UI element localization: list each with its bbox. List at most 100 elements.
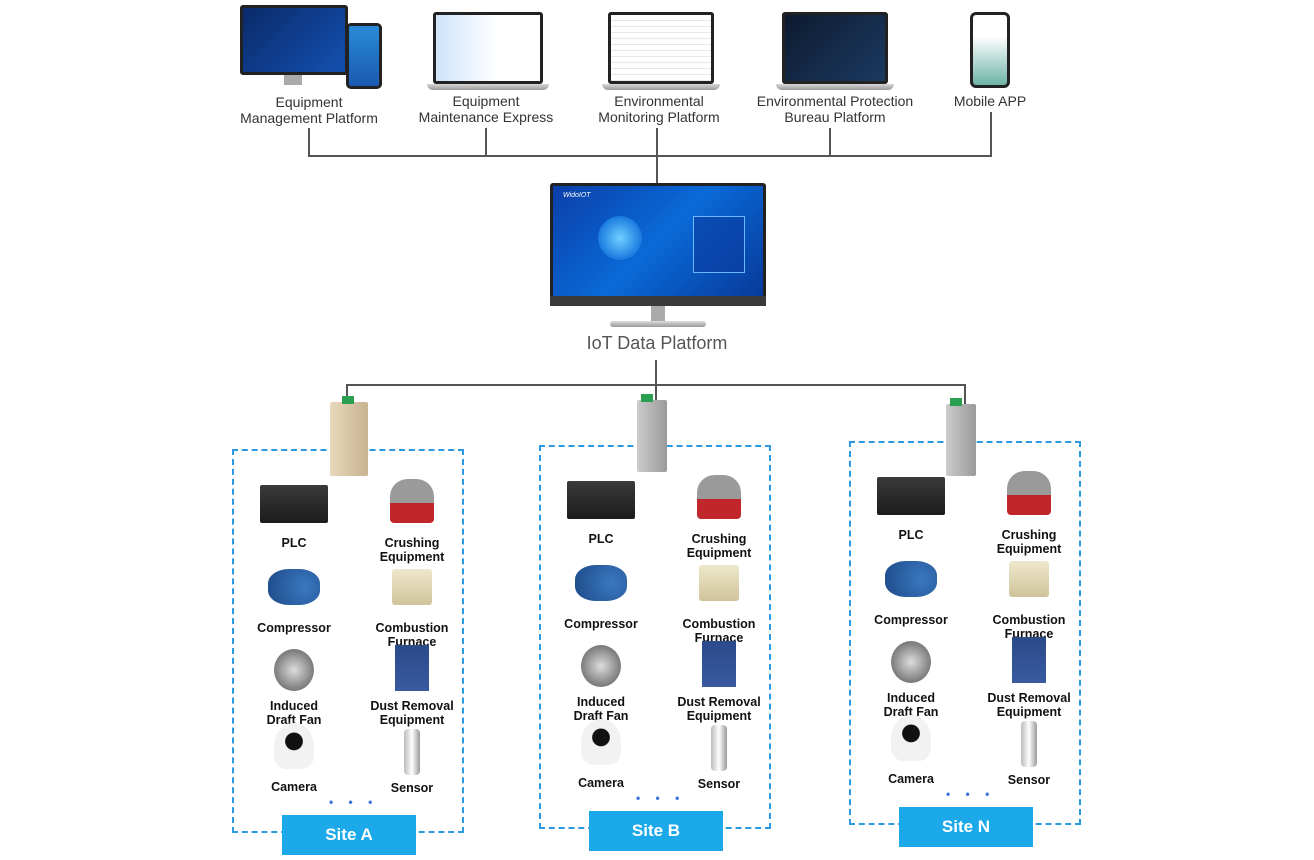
dust-removal-equipment-icon	[395, 645, 429, 691]
label-line: Camera	[578, 776, 624, 790]
label-line: Draft Fan	[573, 709, 629, 723]
label-line: Management Platform	[240, 110, 378, 126]
equipment-sensor: Sensor	[974, 721, 1084, 787]
label-line: Equipment	[275, 94, 343, 110]
connector-line	[829, 128, 831, 156]
equipment-label: Camera	[239, 780, 349, 794]
sensor-icon	[1021, 721, 1037, 767]
label-line: Compressor	[257, 621, 331, 635]
label-line: Equipment	[686, 546, 752, 560]
equipment-label: Sensor	[664, 777, 774, 791]
label-line: Sensor	[697, 777, 741, 791]
equipment-label: Compressor	[546, 617, 656, 631]
dust-removal-equipment-icon	[702, 641, 736, 687]
dust-removal-equipment-icon	[1012, 637, 1046, 683]
more-devices-indicator: • • •	[636, 791, 686, 805]
plc-icon	[567, 481, 635, 519]
label-line: Sensor	[390, 781, 434, 795]
induced-draft-fan-icon	[581, 645, 621, 687]
equipment-label: PLC	[546, 532, 656, 546]
connector-line	[485, 128, 487, 156]
label-line: Equipment	[379, 550, 445, 564]
equipment-label: PLC	[856, 528, 966, 542]
site-label-button[interactable]: Site B	[589, 811, 723, 851]
gateway-device-icon	[330, 396, 368, 476]
induced-draft-fan-icon	[891, 641, 931, 683]
compressor-icon	[268, 569, 320, 605]
platform-label-mobile-app: Mobile APP	[890, 93, 1090, 109]
label-line: Equipment	[452, 93, 520, 109]
label-line: Sensor	[1007, 773, 1051, 787]
combustion-furnace-icon	[699, 565, 739, 601]
label-line: Camera	[888, 772, 934, 786]
label-line: Combustion	[375, 621, 449, 635]
compressor-icon	[575, 565, 627, 601]
label-line: PLC	[898, 528, 924, 542]
sensor-icon	[404, 729, 420, 775]
equipment-plc: PLC	[856, 477, 966, 542]
connector-line	[655, 384, 657, 402]
label-line: Induced	[887, 691, 935, 705]
combustion-furnace-icon	[392, 569, 432, 605]
equipment-label: Compressor	[856, 613, 966, 627]
label-line: Bureau Platform	[784, 109, 886, 125]
equipment-label: Camera	[856, 772, 966, 786]
label-line: Compressor	[564, 617, 638, 631]
site-label-button[interactable]: Site A	[282, 815, 416, 855]
site-label-button[interactable]: Site N	[899, 807, 1033, 847]
camera-icon	[274, 723, 314, 769]
crushing-equipment-icon	[1007, 471, 1051, 515]
label-line: Maintenance Express	[418, 109, 554, 125]
equipment-compressor: Compressor	[239, 569, 349, 635]
connector-line	[655, 360, 657, 385]
equipment-camera: Camera	[856, 715, 966, 786]
label-line: Monitoring Platform	[598, 109, 720, 125]
label-line: Equipment	[996, 705, 1062, 719]
label-line: Dust Removal	[677, 695, 761, 709]
equipment-label: PLC	[239, 536, 349, 550]
equipment-sensor: Sensor	[357, 729, 467, 795]
iot-platform-label: IoT Data Platform	[586, 333, 728, 353]
equipment-plc: PLC	[239, 485, 349, 550]
connector-line	[656, 128, 658, 184]
equipment-label: Sensor	[357, 781, 467, 795]
more-devices-indicator: • • •	[946, 787, 996, 801]
plc-icon	[260, 485, 328, 523]
label-line: Camera	[271, 780, 317, 794]
plc-icon	[877, 477, 945, 515]
sensor-icon	[711, 725, 727, 771]
connector-line	[308, 155, 991, 157]
label-line: Draft Fan	[266, 713, 322, 727]
label-line: Induced	[577, 695, 625, 709]
equipment-camera: Camera	[239, 723, 349, 794]
label-line: Combustion	[992, 613, 1066, 627]
label-line: Equipment	[686, 709, 752, 723]
label-line: PLC	[588, 532, 614, 546]
camera-icon	[581, 719, 621, 765]
label-line: Crushing	[1001, 528, 1057, 542]
equipment-label: Camera	[546, 776, 656, 790]
equipment-compressor: Compressor	[856, 561, 966, 627]
screen-brand-logo: WidoIOT	[563, 192, 591, 199]
more-devices-indicator: • • •	[329, 795, 379, 809]
label-line: Draft Fan	[883, 705, 939, 719]
iot-platform-monitor-image: WidoIOT	[550, 183, 766, 329]
